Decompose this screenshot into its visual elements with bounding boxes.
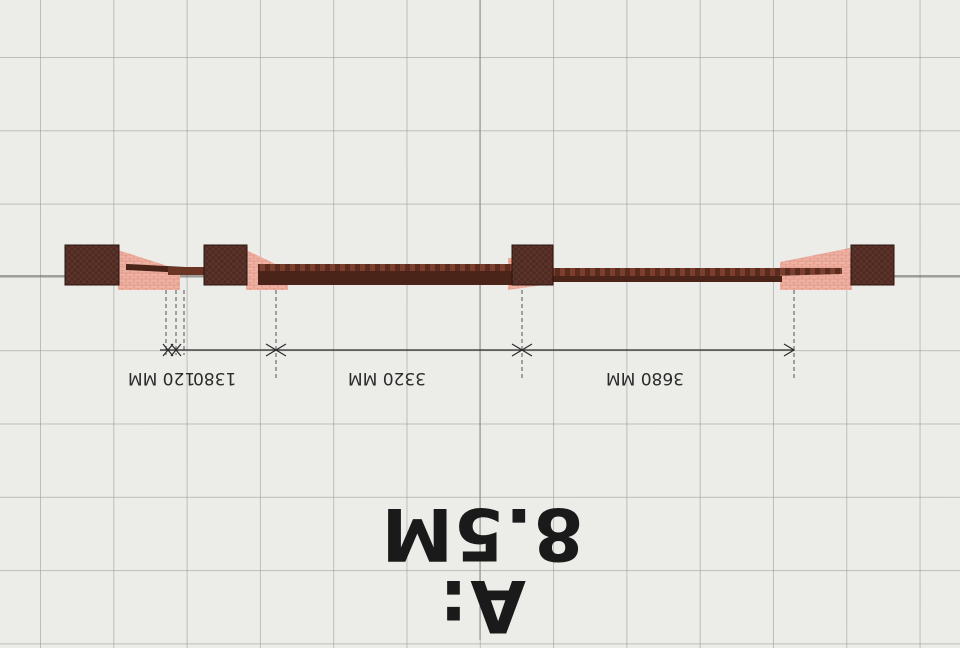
dimension-label-4[interactable]: 3680 MM (606, 368, 685, 388)
dimension-line[interactable] (160, 343, 796, 357)
extension-lines (165, 290, 795, 380)
dimension-tick-2 (170, 343, 182, 357)
beam-1-cap (168, 267, 206, 275)
dimension-label-3[interactable]: 3320 MM (348, 368, 427, 388)
beam-2[interactable] (258, 264, 512, 272)
beam-3-body (552, 276, 782, 282)
area-label[interactable]: A: 8.5M (380, 492, 584, 648)
posts[interactable] (64, 244, 895, 286)
post-1[interactable] (64, 244, 120, 286)
dimension-tick-3 (265, 343, 287, 357)
dimension-tick-4 (511, 343, 533, 357)
dimension-label-2[interactable]: 1380 (193, 368, 237, 388)
dimension-tick-1 (162, 343, 174, 357)
post-4[interactable] (850, 244, 895, 286)
dimension-arrow-end (783, 343, 796, 357)
post-3[interactable] (511, 244, 554, 286)
dimension-label-1[interactable]: 120 MM (128, 368, 196, 388)
beams[interactable] (126, 264, 842, 285)
beam-2-body (258, 271, 512, 285)
post-2[interactable] (203, 244, 248, 286)
